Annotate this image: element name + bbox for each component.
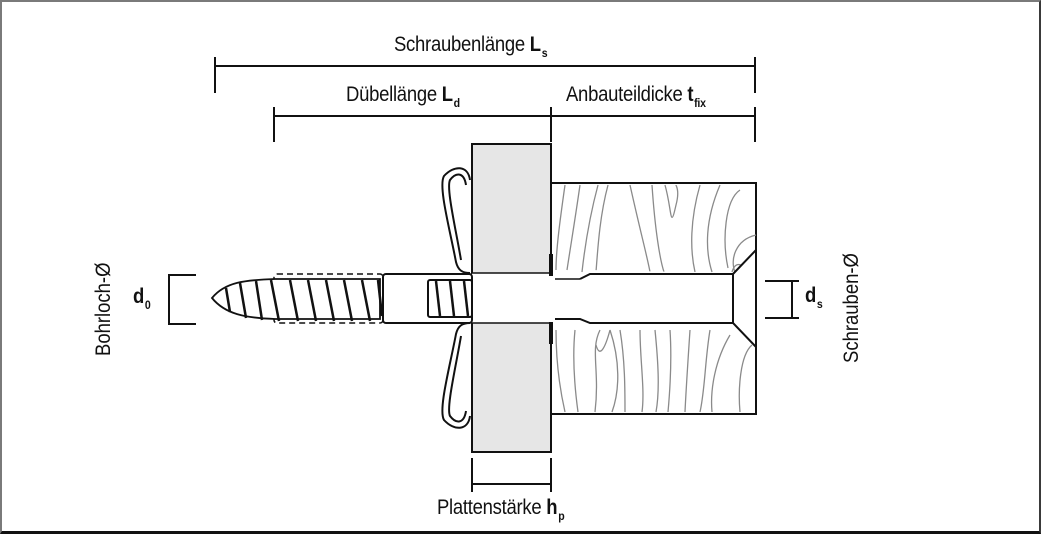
plug-length-symbol: L [441,83,453,106]
screw-diameter-dimension [765,280,799,319]
plate-thickness-label: Plattenstärke hp [437,496,565,523]
screw-diameter-subscript: s [816,297,823,311]
plate-thickness-symbol: h [546,496,558,519]
fixture-thickness-label: Anbauteildicke tfix [566,83,706,110]
drill-hole-diameter-dimension [168,274,196,325]
wood-fixture [550,182,757,415]
board-plate [471,143,553,453]
drill-hole-diameter-label: Bohrloch-Ø [92,262,115,356]
plug-wings [441,167,471,429]
plug-length-dimension [273,107,552,142]
plate-thickness-dimension [471,458,552,492]
screw-length-symbol: L [529,33,541,56]
drill-hole-symbol-label: d0 [133,285,151,312]
drill-hole-subscript: 0 [144,298,151,312]
fixture-thickness-symbol: t [687,83,694,106]
plug-length-text: Dübellänge [346,83,442,106]
fixture-thickness-subscript: fix [694,96,706,110]
screw [210,278,473,322]
plate-thickness-subscript: p [558,509,565,523]
screw-length-label: Schraubenlänge Ls [394,33,548,60]
fixture-thickness-text: Anbauteildicke [566,83,688,106]
drill-hole-symbol: d [133,285,145,308]
plug-length-subscript: d [453,96,460,110]
screw-diameter-symbol: d [805,284,817,307]
fixture-thickness-dimension [551,107,756,142]
plate-thickness-text: Plattenstärke [437,496,547,519]
screw-length-subscript: s [541,46,548,60]
screw-length-text: Schraubenlänge [394,33,530,56]
plug-length-label: Dübellänge Ld [346,83,460,110]
screw-length-dimension [214,57,756,93]
screw-diameter-symbol-label: ds [805,284,823,311]
screw-diameter-label: Schrauben-Ø [840,253,863,363]
